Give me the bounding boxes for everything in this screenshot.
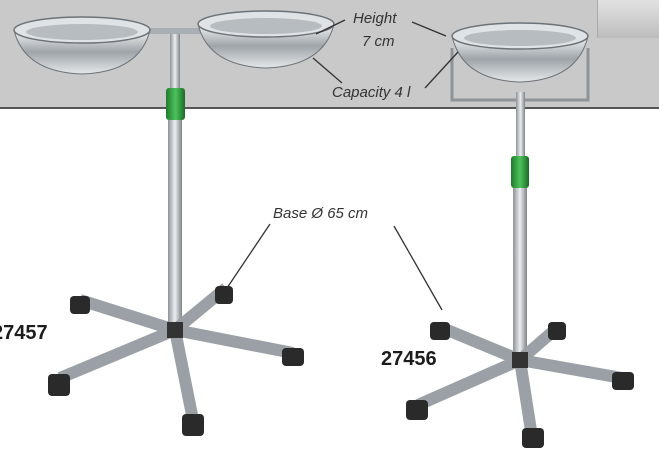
capacity-label: Capacity 4 l — [332, 84, 411, 101]
upper-pole — [516, 92, 525, 156]
base-hub — [512, 352, 528, 368]
upper-pole — [170, 34, 180, 94]
lower-pole — [168, 120, 182, 330]
product-code-left: 27457 — [0, 322, 48, 344]
bowl-single — [451, 22, 589, 83]
height-label: Height — [353, 10, 397, 27]
lower-pole — [513, 188, 527, 360]
height-grip — [511, 156, 529, 188]
base-diameter-label: Base Ø 65 cm — [273, 205, 369, 222]
header-divider — [0, 107, 659, 109]
bowl-right — [197, 10, 335, 69]
product-code-right: 27456 — [381, 348, 437, 370]
casters — [48, 286, 304, 436]
base-hub — [167, 322, 183, 338]
bowl-left — [13, 16, 151, 75]
corner-tab — [597, 0, 659, 38]
casters — [406, 322, 634, 448]
double-bowl-stand — [13, 10, 335, 436]
bowl-bracket — [80, 28, 270, 34]
single-bowl-stand — [406, 22, 634, 448]
height-value: 7 cm — [362, 33, 395, 50]
height-grip — [166, 88, 185, 120]
callout-lines — [226, 19, 459, 311]
